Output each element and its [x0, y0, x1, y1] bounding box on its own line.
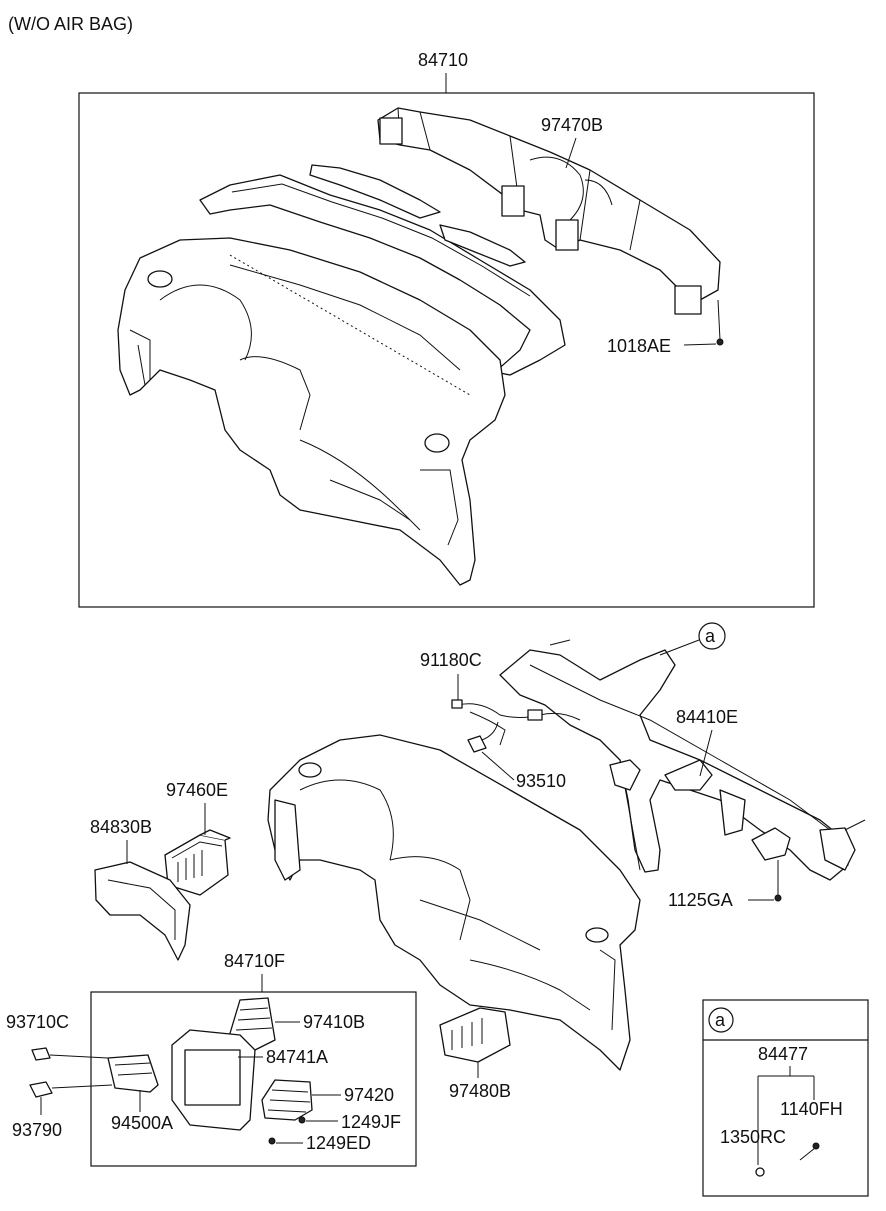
callout-1249JF: 1249JF — [341, 1112, 401, 1132]
switch-93510 — [467, 721, 499, 753]
callout-93790: 93790 — [12, 1120, 62, 1140]
ref-marker-letter: a — [705, 626, 716, 646]
bracket-1125GA — [751, 827, 791, 902]
callout-1125GA: 1125GA — [668, 890, 733, 910]
callout-93710C: 93710C — [6, 1012, 69, 1032]
leader-84410E — [699, 729, 713, 777]
callout-84741A: 84741A — [266, 1047, 328, 1067]
center-fascia-frame — [90, 991, 417, 1167]
callout-84710F: 84710F — [224, 951, 285, 971]
duct-97470B — [377, 107, 721, 315]
detail-box-frame — [702, 999, 869, 1197]
nut-1350RC — [755, 1167, 765, 1177]
bolt-1140FH — [799, 1142, 820, 1161]
callout-97420: 97420 — [344, 1085, 394, 1105]
callout-97480B: 97480B — [449, 1081, 511, 1101]
switch-93790 — [29, 1081, 113, 1115]
garnish-84830B — [94, 861, 191, 961]
defroster-grille-upper — [199, 164, 566, 376]
wiring-harness-91180C — [451, 699, 581, 746]
callout-1140FH: 1140FH — [780, 1099, 843, 1119]
leader-ref-marker — [659, 639, 700, 656]
callout-84410E: 84410E — [676, 707, 738, 727]
screw-1018AE — [716, 299, 724, 346]
dashboard-panel-lower — [267, 734, 641, 1071]
callout-1018AE: 1018AE — [607, 336, 671, 356]
callout-84710: 84710 — [418, 50, 468, 70]
switch-93710C — [31, 1047, 109, 1061]
callout-97470B: 97470B — [541, 115, 603, 135]
callout-97460E: 97460E — [166, 780, 228, 800]
callout-93510: 93510 — [516, 771, 566, 791]
callout-94500A: 94500A — [111, 1113, 173, 1133]
detail-box-letter: a — [715, 1010, 726, 1030]
dashboard-panel-top — [117, 237, 506, 586]
switch-assembly-94500A — [107, 1054, 159, 1093]
screw-1249ED — [268, 1137, 276, 1145]
fascia-panel-84741A — [171, 1029, 256, 1131]
callout-84830B: 84830B — [90, 817, 152, 837]
detail-box-marker — [708, 1007, 734, 1033]
leader-97470B — [565, 137, 577, 169]
callout-97410B: 97410B — [303, 1012, 365, 1032]
callout-84477: 84477 — [758, 1044, 808, 1064]
callout-1350RC: 1350RC — [720, 1127, 786, 1147]
callout-1249ED: 1249ED — [306, 1133, 371, 1153]
vent-97480B — [439, 1007, 511, 1063]
callout-91180C: 91180C — [420, 650, 482, 670]
leader-1018AE — [683, 343, 717, 346]
center-vent-97420 — [261, 1079, 313, 1121]
leader-84477 — [757, 1066, 815, 1165]
ref-marker-circle — [698, 622, 726, 650]
header-note: (W/O AIR BAG) — [8, 14, 133, 34]
screw-1249JF — [298, 1116, 306, 1124]
cowl-crossbar-84410E — [499, 639, 866, 881]
leader-93510 — [481, 751, 515, 781]
